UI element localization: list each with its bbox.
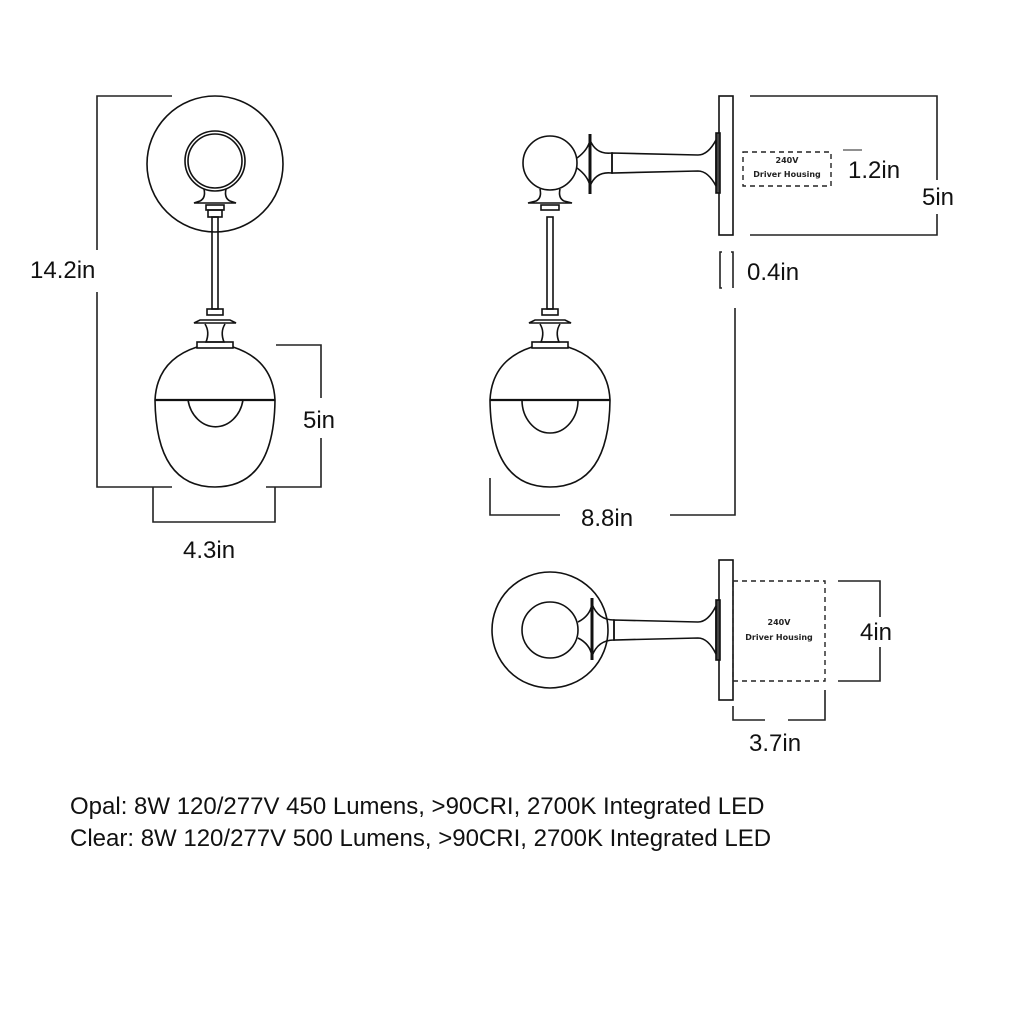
driver-label: Driver Housing	[745, 633, 813, 642]
ball	[521, 601, 579, 659]
upper-collar	[193, 188, 237, 204]
driver-housing	[742, 151, 832, 187]
globe	[489, 346, 611, 488]
driver-voltage: 240V	[768, 618, 792, 627]
lower-collar-flange	[528, 319, 572, 324]
extension-dimension-line	[489, 308, 736, 516]
globe-height-label: 5in	[303, 407, 335, 434]
globe-outline	[491, 571, 609, 689]
lower-collar	[204, 323, 226, 343]
backplate-depth-dimension-line	[719, 251, 734, 289]
lower-collar-ring	[541, 308, 559, 316]
globe-width-label: 4.3in	[183, 537, 235, 564]
upper-collar-neck	[207, 209, 223, 218]
driver-depth-dimension-line	[732, 690, 826, 721]
driver-voltage: 240V	[776, 156, 800, 165]
arm-knuckle	[576, 137, 613, 189]
top-view: 240V Driver Housing 4in 3.7in	[491, 559, 892, 757]
backplate	[718, 559, 734, 701]
globe-cap	[196, 341, 234, 349]
stem-rod	[211, 216, 219, 310]
globe	[154, 346, 276, 488]
arm	[613, 605, 717, 655]
backplate-depth-label: 0.4in	[747, 259, 799, 286]
upper-collar-ring	[540, 204, 560, 211]
side-view: 240V Driver Housing 1.2in 5in 0.4in 8.8i…	[489, 95, 954, 532]
height-dimension-line	[96, 95, 172, 488]
bulb	[187, 399, 244, 428]
driver-width-label: 4in	[860, 619, 892, 646]
extension-label: 8.8in	[581, 505, 633, 532]
backplate-height-label: 5in	[922, 184, 954, 211]
spec-clear: Clear: 8W 120/277V 500 Lumens, >90CRI, 2…	[70, 825, 772, 852]
bulb	[521, 399, 579, 434]
lower-collar-flange	[193, 319, 237, 324]
stem-rod	[546, 216, 554, 310]
ball-ring-inner	[187, 133, 243, 189]
driver-label: Driver Housing	[753, 170, 821, 179]
height-dimension-label: 14.2in	[30, 257, 95, 284]
driver-depth-label: 3.7in	[749, 730, 801, 757]
upper-collar	[527, 188, 573, 204]
spec-opal: Opal: 8W 120/277V 450 Lumens, >90CRI, 27…	[70, 793, 765, 820]
backplate	[146, 95, 284, 233]
ball-ring	[184, 130, 246, 192]
front-view: 14.2in 5in 4.3in	[30, 95, 335, 564]
lower-collar	[539, 323, 561, 343]
lower-collar-ring	[206, 308, 224, 316]
driver-height-label: 1.2in	[848, 157, 900, 184]
arm-ball	[522, 135, 578, 191]
driver-housing	[732, 580, 826, 682]
globe-width-dimension-line	[152, 487, 276, 523]
backplate-height-dimension-line	[750, 95, 938, 236]
globe-height-dimension-line	[266, 344, 322, 488]
arm	[611, 139, 717, 187]
driver-width-dimension-line	[838, 580, 881, 682]
backplate	[718, 95, 734, 236]
globe-cap	[531, 341, 569, 349]
